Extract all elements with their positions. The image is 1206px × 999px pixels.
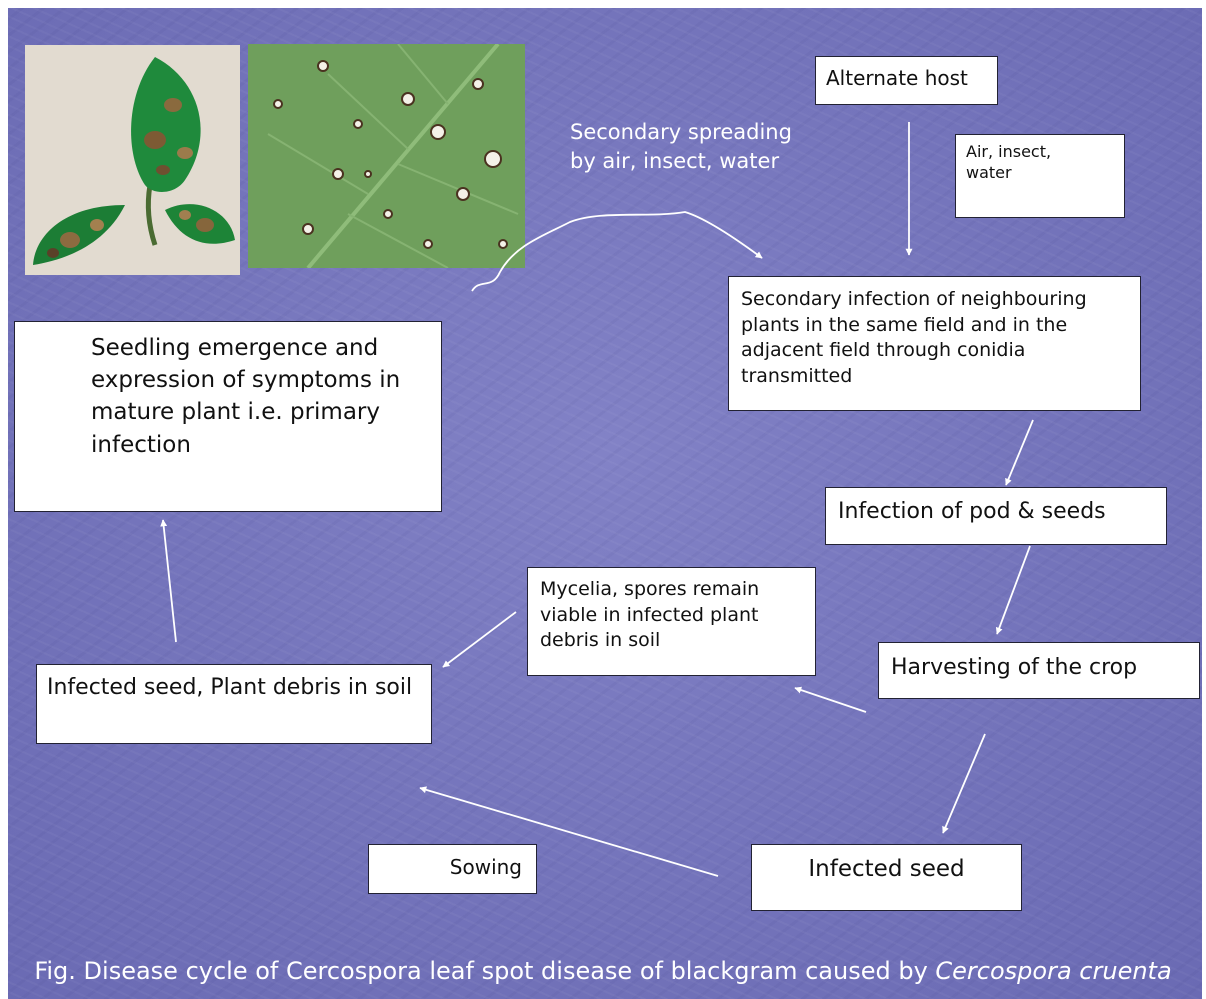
figure-caption: Fig. Disease cycle of Cercospora leaf sp… bbox=[0, 957, 1206, 985]
caption-text: Fig. Disease cycle of Cercospora leaf sp… bbox=[34, 957, 935, 985]
arrow-photo-to-secondary-infection bbox=[472, 212, 762, 291]
arrow-debris-to-seedling bbox=[163, 520, 176, 642]
arrow-mycelia-to-debris bbox=[443, 612, 516, 667]
arrow-infected-seed-to-sowing bbox=[420, 788, 718, 876]
caption-species-name: Cercospora cruenta bbox=[935, 957, 1171, 985]
arrow-harvesting-to-mycelia bbox=[795, 688, 866, 712]
arrow-pod-to-harvesting bbox=[997, 546, 1030, 634]
arrow-secondary-infection-to-pod bbox=[1006, 420, 1033, 485]
arrow-harvesting-to-infected-seed bbox=[943, 734, 985, 833]
